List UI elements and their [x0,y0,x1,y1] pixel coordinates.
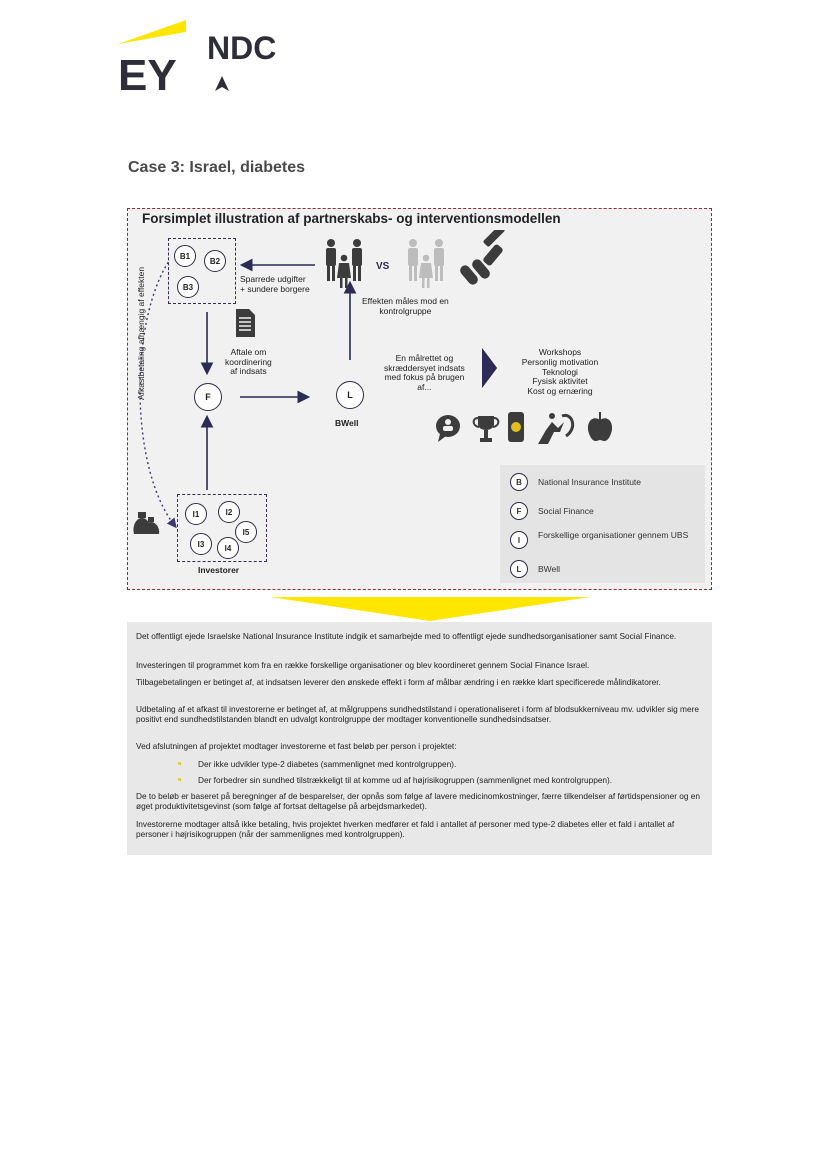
bullet-dot [178,778,181,781]
bullet-1: Der ikke udvikler type-2 diabetes (samme… [198,759,456,769]
paragraph-1: Det offentligt ejede Israelske National … [136,632,704,642]
investors-label: Investorer [198,565,239,575]
activity-item: Kost og ernæring [505,387,615,397]
ndc-arrow-icon [214,76,230,92]
apple-icon [588,412,612,441]
trophy-icon [474,416,499,442]
case-title: Case 3: Israel, diabetes [128,159,305,177]
paragraph-7: Investorerne modtager altså ikke betalin… [136,820,704,840]
legend-text-i: Forskellige organisationer gennem UBS [538,531,698,540]
vs-label: VS [376,261,389,272]
activity-icons-row [434,410,614,446]
i5-circle: I5 [235,521,257,543]
money-bags-icon [132,506,162,536]
chat-person-icon [436,415,460,442]
l-circle: L [336,381,364,409]
yellow-funnel-arrow [270,597,590,621]
ey-logo-text: EY [118,51,177,92]
paragraph-5: Ved afslutningen af projektet modtager i… [136,742,704,752]
ndc-logo-text: NDC [207,30,276,67]
savings-label: Sparrede udgifter + sundere borgere [240,275,310,294]
legend-key-l: L [510,560,528,578]
bullet-2: Der forbedrer sin sundhed tilstrækkeligt… [198,775,612,785]
legend-key-f: F [510,502,528,520]
paragraph-3: Tilbagebetalingen er betinget af, at ind… [136,678,704,688]
f-circle: F [194,383,222,411]
payout-vertical-label: Afkastbetaling afhængig af effekten [136,200,146,400]
paragraph-4: Udbetaling af et afkast til investorerne… [136,705,704,725]
paragraph-2: Investeringen til programmet kom fra en … [136,661,704,671]
b2-circle: B2 [204,250,226,272]
bwell-label: BWell [335,418,358,428]
i1-circle: I1 [185,503,207,525]
exercise-icon [538,413,573,444]
smartphone-icon [508,412,524,442]
legend-text-f: Social Finance [538,507,594,516]
agreement-label: Aftale om koordinering af indsats [225,348,272,377]
targeted-intervention-label: En målrettet og skræddersyet indsats med… [384,354,465,392]
effect-label: Effekten måles mod en kontrolgruppe [362,297,449,316]
activities-list: Workshops Personlig motivation Teknologi… [505,348,615,397]
ey-logo: EY [118,18,188,92]
b1-circle: B1 [174,245,196,267]
control-group-icon [404,238,450,290]
legend-text-l: BWell [538,565,560,574]
medicine-syringe-icon [458,230,514,290]
b3-circle: B3 [177,276,199,298]
bullet-dot [178,762,181,765]
family-icon [322,238,368,290]
legend-key-i: I [510,531,528,549]
legend-text-b: National Insurance Institute [538,478,641,487]
i3-circle: I3 [190,533,212,555]
legend-key-b: B [510,473,528,491]
i2-circle: I2 [218,501,240,523]
document-icon [234,309,256,337]
paragraph-6: De to beløb er baseret på beregninger af… [136,792,704,812]
i4-circle: I4 [217,537,239,559]
